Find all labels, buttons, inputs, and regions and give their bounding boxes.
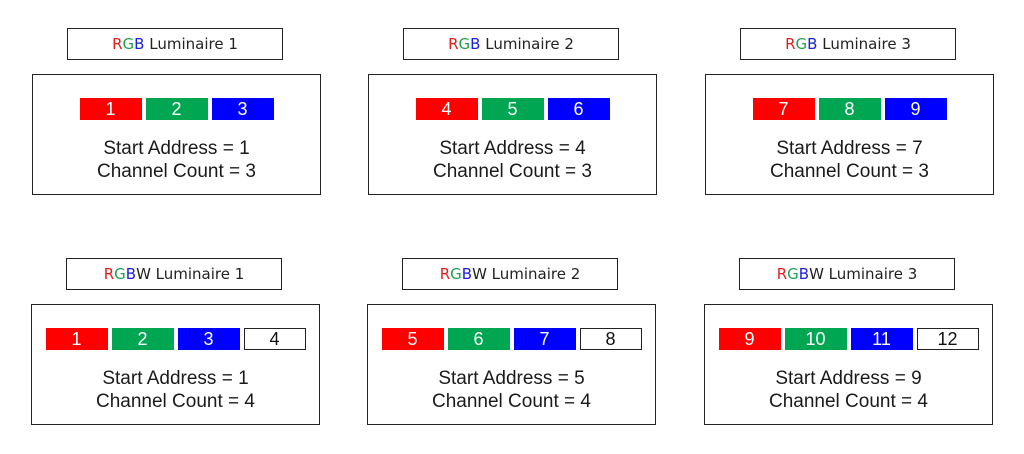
address-info: Start Address = 9 Channel Count = 4 [705, 367, 992, 413]
luminaire-panel: 7 8 9 Start Address = 7 Channel Count = … [705, 74, 994, 195]
channel-count-text: Channel Count = 3 [433, 161, 592, 182]
channel-strip: 5 6 7 8 [368, 328, 655, 350]
luminaire-panel: 9 10 11 12 Start Address = 9 Channel Cou… [704, 304, 993, 425]
title-text: W Luminaire 2 [472, 265, 581, 283]
title-letter-r: R [448, 35, 459, 53]
start-address-text: Start Address = 5 [438, 368, 585, 389]
luminaire-panel: 4 5 6 Start Address = 4 Channel Count = … [368, 74, 657, 195]
channel-green: 10 [784, 328, 847, 350]
channel-count-text: Channel Count = 3 [97, 161, 256, 182]
title-text: W Luminaire 1 [136, 265, 245, 283]
channel-count-text: Channel Count = 4 [432, 391, 591, 412]
title-letter-g: G [114, 265, 126, 283]
title-letter-g: G [450, 265, 462, 283]
title-letter-b: B [125, 265, 137, 283]
start-address-text: Start Address = 9 [775, 368, 922, 389]
channel-white: 12 [916, 328, 979, 350]
address-info: Start Address = 4 Channel Count = 3 [369, 137, 656, 183]
title-letter-r: R [785, 35, 796, 53]
luminaire-panel: 5 6 7 8 Start Address = 5 Channel Count … [367, 304, 656, 425]
start-address-text: Start Address = 1 [102, 368, 249, 389]
title-letter-b: B [798, 265, 810, 283]
channel-blue: 7 [513, 328, 576, 350]
channel-green: 8 [818, 98, 881, 120]
title-letter-b: B [134, 35, 145, 53]
title-letter-r: R [112, 35, 123, 53]
title-text: Luminaire 2 [480, 35, 574, 53]
channel-strip: 1 2 3 [33, 98, 320, 120]
channel-strip: 1 2 3 4 [32, 328, 319, 350]
channel-red: 1 [45, 328, 108, 350]
channel-red: 1 [79, 98, 142, 120]
address-info: Start Address = 1 Channel Count = 3 [33, 137, 320, 183]
channel-white: 8 [579, 328, 642, 350]
title-letter-g: G [122, 35, 135, 53]
channel-red: 5 [381, 328, 444, 350]
start-address-text: Start Address = 4 [439, 138, 586, 159]
title-letter-r: R [776, 265, 788, 283]
channel-red: 9 [718, 328, 781, 350]
address-info: Start Address = 5 Channel Count = 4 [368, 367, 655, 413]
luminaire-panel: 1 2 3 Start Address = 1 Channel Count = … [32, 74, 321, 195]
channel-red: 4 [415, 98, 478, 120]
title-letter-g: G [458, 35, 471, 53]
title-letter-b: B [807, 35, 818, 53]
address-info: Start Address = 1 Channel Count = 4 [32, 367, 319, 413]
channel-strip: 7 8 9 [706, 98, 993, 120]
channel-blue: 3 [177, 328, 240, 350]
start-address-text: Start Address = 1 [103, 138, 250, 159]
start-address-text: Start Address = 7 [776, 138, 923, 159]
title-text: Luminaire 3 [817, 35, 911, 53]
channel-strip: 4 5 6 [369, 98, 656, 120]
channel-count-text: Channel Count = 4 [769, 391, 928, 412]
title-letter-b: B [461, 265, 473, 283]
channel-strip: 9 10 11 12 [705, 328, 992, 350]
title-letter-r: R [103, 265, 115, 283]
channel-green: 5 [481, 98, 544, 120]
channel-blue: 9 [884, 98, 947, 120]
title-letter-g: G [795, 35, 808, 53]
channel-blue: 6 [547, 98, 610, 120]
channel-green: 6 [447, 328, 510, 350]
channel-count-text: Channel Count = 3 [770, 161, 929, 182]
channel-red: 7 [752, 98, 815, 120]
channel-count-text: Channel Count = 4 [96, 391, 255, 412]
title-text: W Luminaire 3 [809, 265, 918, 283]
channel-white: 4 [243, 328, 306, 350]
title-letter-r: R [439, 265, 451, 283]
title-text: Luminaire 1 [144, 35, 238, 53]
title-letter-g: G [787, 265, 799, 283]
channel-blue: 11 [850, 328, 913, 350]
channel-green: 2 [145, 98, 208, 120]
address-info: Start Address = 7 Channel Count = 3 [706, 137, 993, 183]
title-letter-b: B [470, 35, 481, 53]
channel-blue: 3 [211, 98, 274, 120]
luminaire-panel: 1 2 3 4 Start Address = 1 Channel Count … [31, 304, 320, 425]
channel-green: 2 [111, 328, 174, 350]
